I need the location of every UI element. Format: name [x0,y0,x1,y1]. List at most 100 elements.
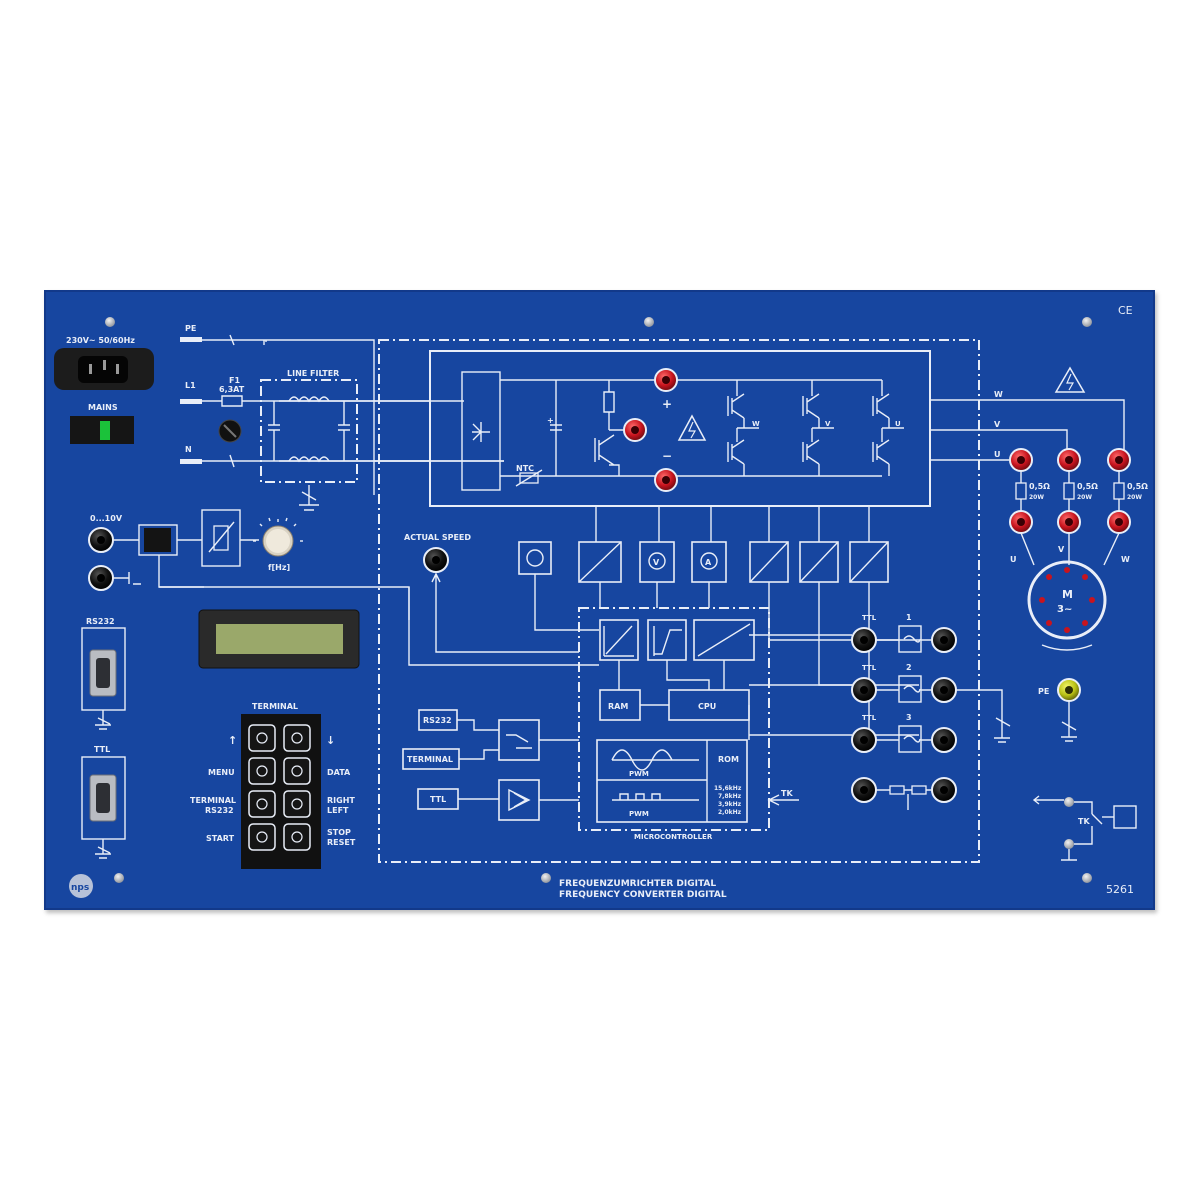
right-left-label-1: RIGHT [327,796,355,805]
svg-text:+: + [547,416,554,425]
microcontroller-boundary [578,607,770,831]
ttl-port-label: TTL [94,745,110,754]
panel-graphics: 230V~ 50/60Hz MAINS PE L1 N F1 6,3AT LIN… [54,304,1148,900]
res-w-value: 0,5Ω [1127,482,1148,491]
fuse-value: 6,3AT [219,385,245,394]
measurement-blocks: V A [518,541,889,583]
keypad-keys [248,724,311,851]
rs232-block-label: RS232 [423,716,452,725]
tk-input-label: TK [781,789,793,798]
ch3-label: 3 [906,713,912,722]
res-u-value: 0,5Ω [1029,482,1050,491]
screw [1082,317,1092,327]
terminal-block-label: TERMINAL [407,755,453,764]
dc-minus-label: − [662,449,672,463]
rom-label: ROM [718,755,739,764]
rectifier-block [461,371,501,491]
cpu-label: CPU [698,702,716,711]
tk-terminal-2[interactable] [1064,839,1074,849]
igbt-w-label: W [752,420,760,428]
input-selector-switch[interactable] [144,528,171,552]
ntc-label: NTC [516,464,534,473]
dc-plus-label: + [662,397,672,411]
ttl-output-sockets: TTL 1 TTL 2 TTL 3 [851,613,957,803]
hazard-icon [677,414,707,441]
key-menu[interactable] [248,757,276,785]
n-label: N [185,445,192,454]
ce-mark: CE [1118,304,1133,317]
terminal-title: TERMINAL [252,702,298,711]
motor-v-label: V [1058,545,1065,554]
pwm-rom-block [596,739,748,823]
terminal-rs232-label-2: RS232 [205,806,234,815]
thermal-sensor-symbol [1113,805,1137,829]
svg-text:A: A [705,558,712,567]
res-v-power: 20W [1077,494,1092,501]
ch1-label: 1 [906,613,912,622]
microcontroller-label: MICROCONTROLLER [634,833,713,841]
out-w-label: W [994,390,1003,399]
pwm-label-2: PWM [629,810,649,818]
key-terminal-rs232[interactable] [248,790,276,818]
igbt-bridge [727,380,904,476]
key-stop-reset[interactable] [283,823,311,851]
screw [105,317,115,327]
pwm-label-1: PWM [629,770,649,778]
freq-4: 2,0kHz [718,809,742,816]
freq-1: 15,6kHz [714,785,742,792]
actual-speed-label: ACTUAL SPEED [404,533,471,542]
res-v-value: 0,5Ω [1077,482,1098,491]
screws [105,317,1092,883]
key-up[interactable] [248,724,276,752]
frequency-converter-panel: 230V~ 50/60Hz MAINS PE L1 N F1 6,3AT LIN… [44,290,1155,910]
mux-switch-block [498,719,540,761]
tk-terminal-1[interactable] [1064,797,1074,807]
screw [541,873,551,883]
power-stage-frame [429,350,931,507]
model-number: 5261 [1106,883,1134,896]
down-arrow-label: ↓ [326,734,335,747]
converter-boundary [378,339,980,863]
temp-meas-block [518,541,552,575]
freq-2: 7,8kHz [718,793,742,800]
level-shifter-block [498,779,540,821]
rs232-port-label: RS232 [86,617,115,626]
potentiometer-symbol [201,509,241,567]
right-left-label-2: LEFT [327,806,349,815]
title-de: FREQUENZUMRICHTER DIGITAL [559,879,716,889]
ttl-block-label: TTL [430,795,446,804]
brand-text: nps [71,883,89,893]
rating-label: 230V~ 50/60Hz [66,336,135,345]
key-data[interactable] [283,757,311,785]
motor-output-sockets [1009,448,1131,534]
key-down[interactable] [283,724,311,752]
freq-label: f[Hz] [268,563,290,572]
hazard-icon-output [1054,366,1086,393]
line-filter-label: LINE FILTER [287,369,339,378]
motor-phase-label: 3~ [1057,604,1072,615]
svg-text:V: V [653,558,660,567]
l1-label: L1 [185,381,196,390]
nps-logo [69,874,93,898]
igbt-v-label: V [825,420,831,428]
ttl-1-label: TTL [862,614,877,622]
up-arrow-label: ↑ [228,734,237,747]
igbt-u-label: U [895,420,901,428]
key-right-left[interactable] [283,790,311,818]
menu-label: MENU [208,768,235,777]
stop-reset-label-1: STOP [327,828,351,837]
frequency-knob[interactable] [253,517,303,557]
tk-label: TK [1078,817,1090,826]
start-label: START [206,834,235,843]
out-v-label: V [994,420,1001,429]
screw [114,873,124,883]
motor-symbol [1027,560,1107,640]
ch2-label: 2 [906,663,912,672]
motor-u-label: U [1010,555,1017,564]
key-start[interactable] [248,823,276,851]
freq-3: 3,9kHz [718,801,742,808]
pe-label: PE [185,324,196,333]
terminal-rs232-label-1: TERMINAL [190,796,236,805]
mains-label: MAINS [88,403,118,412]
ttl-3-label: TTL [862,714,877,722]
